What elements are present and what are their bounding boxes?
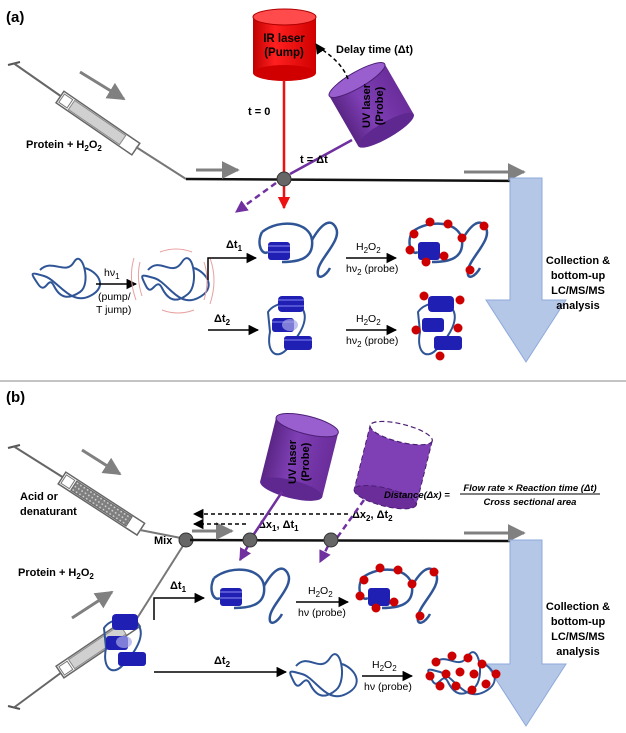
pump-label: hν1 <box>104 267 120 281</box>
labeled-unfolded-protein-b <box>425 651 501 696</box>
pump-label-bot: T jump) <box>96 304 131 316</box>
panel-b: (b) Acid or denaturant <box>6 389 610 727</box>
collection-arrow-a <box>485 177 567 363</box>
collection-arrow-b <box>485 539 567 727</box>
svg-text:analysis: analysis <box>556 300 599 312</box>
dt1-arrow-b <box>153 592 206 620</box>
ir-laser: IR laser (Pump) <box>252 8 317 81</box>
acid-label-2: denaturant <box>20 506 77 518</box>
svg-text:LC/MS/MS: LC/MS/MS <box>551 285 605 297</box>
mix-label: Mix <box>154 535 173 547</box>
unfolded-protein-b <box>289 653 358 698</box>
dt1-arrow-a <box>207 252 258 280</box>
dt2-label-a: Δt2 <box>214 313 231 327</box>
labeled-folded-protein-a <box>411 291 465 361</box>
dx1-label: Δx1, Δt1 <box>258 519 299 533</box>
uv-laser-b: UV laser (Probe) <box>260 412 339 501</box>
uv-beam-a <box>289 138 353 176</box>
svg-text:bottom-up: bottom-up <box>551 270 606 282</box>
h2o2-label-a1: H2O2 <box>356 241 381 255</box>
uv-beam-b2-dashed <box>332 499 366 543</box>
uv-laser-a-label: UV laser <box>361 83 373 128</box>
folded-protein-b-input <box>102 614 146 672</box>
acid-label-1: Acid or <box>20 491 59 503</box>
dt1-label-b: Δt1 <box>170 580 187 594</box>
ir-laser-label: IR laser <box>263 33 305 45</box>
syringe-a <box>7 61 187 180</box>
junction-a <box>276 171 292 187</box>
svg-text:analysis: analysis <box>556 646 599 658</box>
reagent-label-a: Protein + H2O2 <box>26 139 102 153</box>
intermediate-protein-a <box>258 221 339 278</box>
intermediate-protein-b <box>210 567 291 624</box>
uv-beam-a-dashed <box>234 181 277 214</box>
svg-text:LC/MS/MS: LC/MS/MS <box>551 631 605 643</box>
svg-text:Cross sectional area: Cross sectional area <box>484 497 577 508</box>
labeled-intermediate-b <box>355 563 439 624</box>
uv-laser-a: UV laser (Probe) <box>328 62 414 148</box>
folded-protein-a <box>266 296 312 356</box>
svg-text:Collection &: Collection & <box>546 255 610 267</box>
h2o2-label-a2: H2O2 <box>356 313 381 327</box>
distance-formula: Distance(Δx) = Flow rate × Reaction time… <box>384 483 600 508</box>
syringe-acid <box>7 444 187 540</box>
uv-laser-a-sub: (Probe) <box>374 86 386 125</box>
probe-label-a1: hν2 (probe) <box>346 263 398 277</box>
flow-line-a <box>185 177 521 183</box>
probe-label-b1: hν (probe) <box>298 607 346 619</box>
probe-junction-1 <box>242 532 258 548</box>
delay-arrow <box>315 43 349 80</box>
svg-text:Flow rate × Reaction time (Δt: Flow rate × Reaction time (Δt) <box>463 483 596 494</box>
pump-label-mid: (pump/ <box>98 291 131 303</box>
panel-a-label: (a) <box>6 9 24 26</box>
panel-a: (a) Protein + H2O2 IR laser (Pump) <box>6 8 610 363</box>
collection-label-b: Collection & bottom-up LC/MS/MS analysis <box>546 601 610 658</box>
uv-laser-b-label: UV laser <box>287 439 299 484</box>
h2o2-label-b2: H2O2 <box>372 659 397 673</box>
labeled-intermediate-a <box>405 217 489 278</box>
delay-label: Delay time (Δt) <box>336 44 413 56</box>
uv-beam-b1 <box>252 491 284 535</box>
probe-label-a2: hν2 (probe) <box>346 335 398 349</box>
reagent-label-b: Protein + H2O2 <box>18 567 94 581</box>
uv-beam-b1-tip <box>238 545 252 562</box>
uv-laser-b-sub: (Probe) <box>300 442 312 481</box>
ir-laser-sub: (Pump) <box>264 47 304 59</box>
unfolded-protein-a <box>31 258 102 300</box>
probe-label-b2: hν (probe) <box>364 681 412 693</box>
uv-beam-b2-tip <box>318 545 331 564</box>
collection-label-a: Collection & bottom-up LC/MS/MS analysis <box>546 255 610 312</box>
tdt-label: t = Δt <box>300 154 328 166</box>
t0-label: t = 0 <box>248 106 270 118</box>
syringe-protein <box>7 540 187 710</box>
dx2-label: Δx2, Δt2 <box>352 509 393 523</box>
probe-junction-2 <box>323 532 339 548</box>
h2o2-label-b1: H2O2 <box>308 585 333 599</box>
uv-laser-b-ghost <box>353 420 433 510</box>
dt2-label-b: Δt2 <box>214 655 231 669</box>
heated-protein <box>130 248 215 314</box>
svg-text:bottom-up: bottom-up <box>551 616 606 628</box>
svg-text:Distance(Δx) =: Distance(Δx) = <box>384 490 450 501</box>
panel-b-label: (b) <box>6 389 25 406</box>
svg-text:Collection &: Collection & <box>546 601 610 613</box>
dt1-label-a: Δt1 <box>226 239 243 253</box>
flow-line-b <box>189 538 521 543</box>
